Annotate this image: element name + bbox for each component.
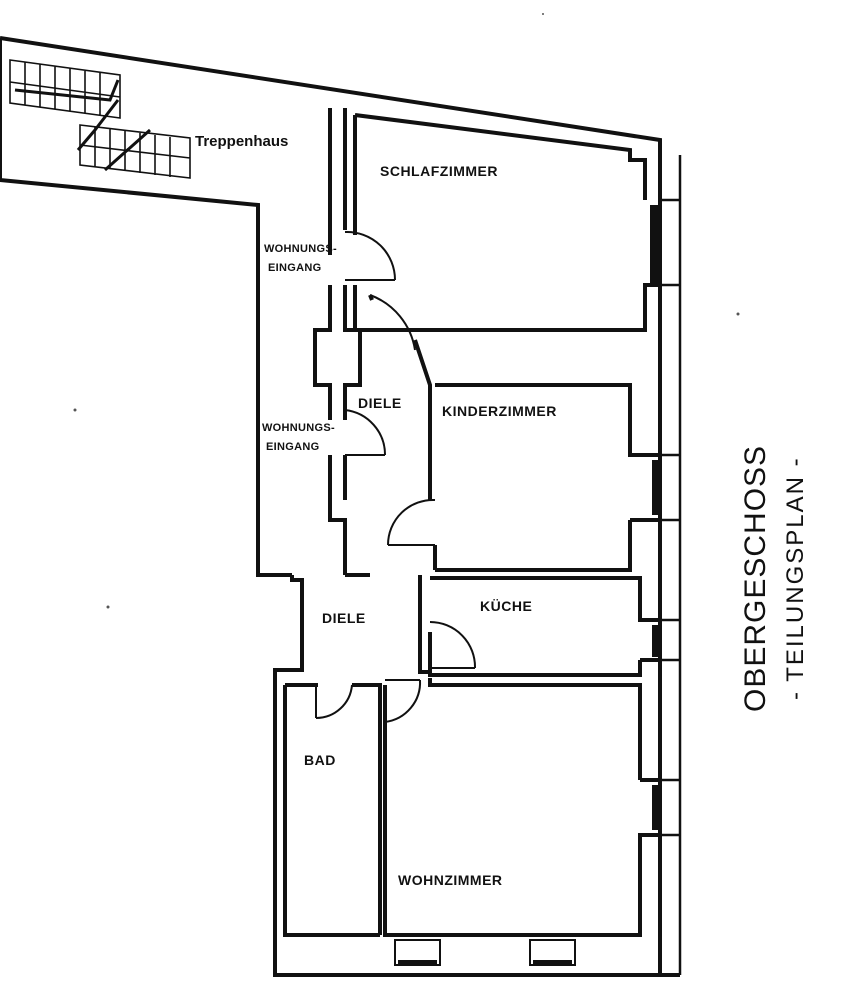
living-sill-1 <box>398 960 437 965</box>
window-recesses <box>660 198 680 837</box>
living-room: WOHNZIMMER <box>383 678 660 966</box>
living-window-right <box>652 785 660 830</box>
stair-flight-upper <box>9 59 121 119</box>
bath: BAD <box>283 683 382 937</box>
upper-entrance-line2: EINGANG <box>268 262 321 274</box>
lower-entrance-line1: WOHNUNGS- <box>262 422 335 434</box>
scan-specks <box>73 13 740 609</box>
bath-door-arc <box>315 684 353 720</box>
upper-left-wall <box>0 38 292 577</box>
bedroom: SCHLAFZIMMER <box>353 113 660 332</box>
kitchen-door-arc <box>429 621 477 669</box>
bedroom-window <box>650 205 660 285</box>
corridor-left-wall <box>313 108 347 575</box>
bath-label: BAD <box>304 752 336 768</box>
lower-hall: DIELE <box>273 573 430 685</box>
hall-upper-door-arc <box>369 294 416 351</box>
lower-entrance-door: WOHNUNGS- EINGANG <box>262 409 387 456</box>
speck <box>73 408 77 412</box>
children-room-walls <box>435 383 660 572</box>
kitchen: KÜCHE <box>428 576 660 677</box>
stairwell-label: Treppenhaus <box>195 133 288 150</box>
children-room-label: KINDERZIMMER <box>442 403 557 419</box>
living-door-arc <box>384 679 422 723</box>
kitchen-label: KÜCHE <box>480 598 532 614</box>
children-room: KINDERZIMMER <box>386 383 660 572</box>
lower-hall-label: DIELE <box>322 610 366 626</box>
bottom-wall <box>273 685 680 977</box>
upper-door-arc <box>344 230 397 281</box>
children-door-arc <box>386 498 436 546</box>
stair-direction-arrow <box>14 79 151 172</box>
speck <box>106 605 110 609</box>
bath-walls <box>283 683 382 937</box>
upper-entrance-line1: WOHNUNGS- <box>264 243 337 255</box>
kitchen-walls <box>428 576 660 677</box>
upper-entrance-door: WOHNUNGS- EINGANG <box>264 230 397 281</box>
plan-title: OBERGESCHOSS <box>739 445 772 712</box>
kitchen-window <box>652 625 660 657</box>
stair-flight-lower <box>79 124 191 179</box>
living-room-label: WOHNZIMMER <box>398 872 503 888</box>
bedroom-walls <box>353 113 660 332</box>
bedroom-label: SCHLAFZIMMER <box>380 163 498 179</box>
lower-door-arc <box>344 409 387 456</box>
living-room-walls <box>383 678 660 937</box>
plan-subtitle: - TEILUNGSPLAN - <box>782 456 809 700</box>
roof-line <box>0 36 662 975</box>
plan-title-group: OBERGESCHOSS - TEILUNGSPLAN - <box>739 445 809 712</box>
upper-hall-label: DIELE <box>358 395 402 411</box>
outer-walls <box>0 36 682 977</box>
recess-lines <box>660 198 680 837</box>
children-window <box>652 460 660 515</box>
upper-hall: DIELE <box>358 294 437 570</box>
corridor-right-wall <box>343 108 362 500</box>
corridor-walls <box>313 108 362 575</box>
lower-hall-walls <box>273 573 430 685</box>
speck <box>542 13 544 15</box>
staircase: Treppenhaus <box>9 59 288 179</box>
lower-entrance-line2: EINGANG <box>266 441 319 453</box>
speck <box>736 312 740 316</box>
living-sill-2 <box>533 960 572 965</box>
